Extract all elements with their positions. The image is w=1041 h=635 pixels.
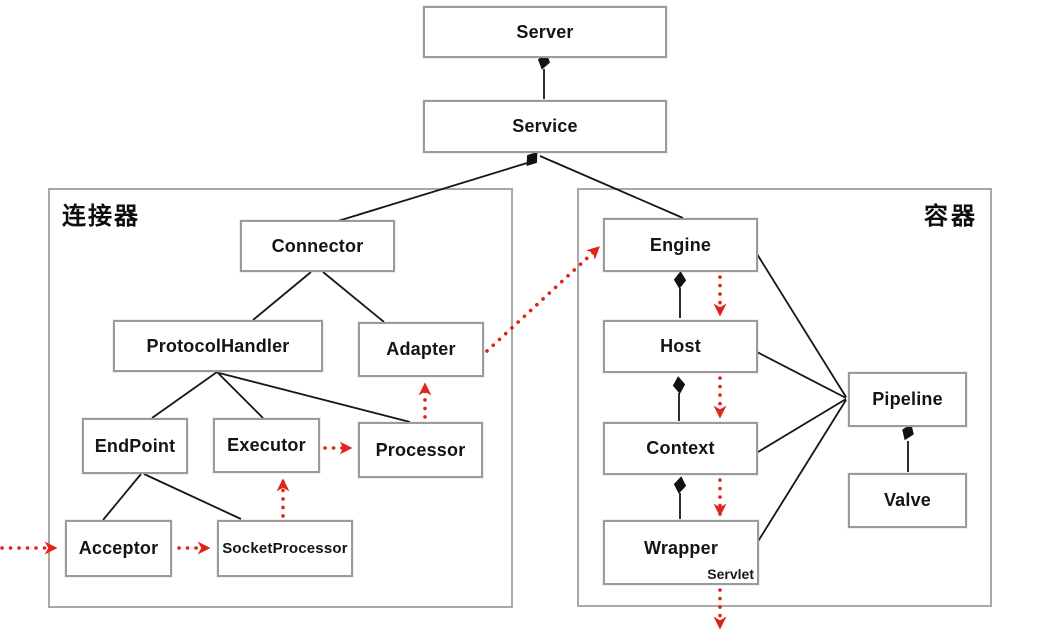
edge-connector-protocolhandler [252, 271, 312, 321]
container-group-label: 容器 [924, 203, 978, 230]
node-engine: Engine [603, 218, 758, 272]
node-socketprocessor-label: SocketProcessor [222, 540, 348, 557]
edge-host-pipeline [756, 351, 847, 399]
edge-connector-adapter [322, 271, 385, 323]
node-pipeline: Pipeline [848, 372, 967, 427]
connector-group-frame: 连接器 [48, 188, 513, 608]
node-processor-label: Processor [375, 439, 466, 460]
diamond-host [672, 376, 686, 394]
node-protocolhandler: ProtocolHandler [113, 320, 323, 372]
node-endpoint-label: EndPoint [94, 435, 176, 456]
node-host: Host [603, 320, 758, 373]
edge-service-engine [539, 155, 684, 219]
node-service-label: Service [512, 116, 578, 136]
node-processor: Processor [358, 422, 483, 478]
connector-group-label: 连接器 [62, 203, 140, 230]
node-host-label: Host [660, 336, 701, 356]
node-context: Context [603, 422, 758, 475]
node-adapter: Adapter [358, 322, 484, 377]
node-acceptor: Acceptor [65, 520, 172, 577]
edge-protocolhandler-executor [216, 371, 264, 419]
node-executor-label: Executor [227, 435, 306, 455]
edge-context-pipeline [757, 398, 847, 453]
diamond-engine [673, 271, 687, 289]
edge-protocolhandler-endpoint [151, 371, 218, 419]
node-endpoint: EndPoint [82, 418, 188, 474]
edge-service-connector [337, 162, 528, 222]
node-connector-label: Connector [271, 235, 364, 256]
node-valve-label: Valve [883, 490, 932, 510]
node-pipeline-label: Pipeline [872, 389, 943, 409]
node-server: Server [423, 6, 667, 58]
node-socketprocessor: SocketProcessor [217, 520, 353, 577]
node-service: Service [423, 100, 667, 153]
node-context-label: Context [646, 438, 715, 458]
node-adapter-label: Adapter [386, 339, 456, 359]
edge-endpoint-socketprocessor [143, 473, 242, 520]
edge-protocolhandler-processor [218, 372, 411, 423]
edge-endpoint-acceptor [102, 473, 142, 521]
node-connector: Connector [240, 220, 395, 272]
node-valve: Valve [848, 473, 967, 528]
diamond-context [673, 476, 687, 494]
container-group-frame: 容器 [577, 188, 992, 607]
node-servlet-label: Servlet [707, 566, 754, 582]
edge-engine-pipeline [756, 253, 847, 398]
edge-wrapper-pipeline [756, 399, 847, 544]
node-wrapper: Wrapper Servlet [603, 520, 759, 585]
node-server-label: Server [516, 21, 574, 42]
node-acceptor-label: Acceptor [78, 538, 159, 558]
flow-adapter-engine-arrow [485, 246, 600, 353]
node-engine-label: Engine [649, 234, 712, 255]
diamond-service [526, 152, 538, 166]
node-protocolhandler-label: ProtocolHandler [146, 335, 290, 356]
node-executor: Executor [213, 418, 320, 473]
node-wrapper-label: Wrapper [643, 538, 719, 558]
diamond-pipeline [902, 423, 914, 441]
